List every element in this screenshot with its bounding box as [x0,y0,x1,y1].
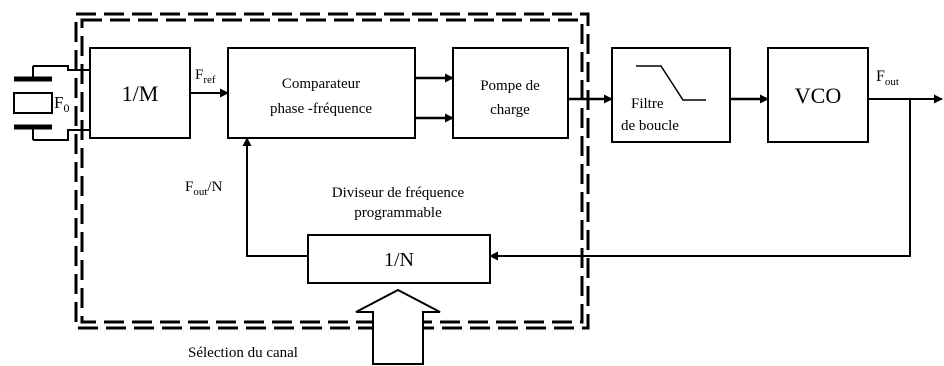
lowpass-response-icon [636,65,706,101]
feedback-divider-label: 1/N [384,249,414,271]
feedback-divider-block [307,234,491,284]
channel-select-hollow-arrow [355,288,441,365]
divider-caption-line2: programmable [354,205,442,221]
divider-to-comparator-arrow [242,137,308,257]
loop-filter-block [611,47,731,143]
divider-caption-line1: Diviseur de fréquence [332,185,465,201]
channel-selection-label: Sélection du canal [188,345,298,361]
charge-pump-label-line1: Pompe de [480,78,540,94]
loop-filter-label-line2: de boucle [621,118,679,134]
reference-divider-label: 1/M [122,81,159,106]
integrated-region-border [74,12,590,330]
vco-label: VCO [795,83,841,108]
charge-pump-label-line2: charge [490,102,530,118]
vco-block [767,47,869,143]
crystal-oscillator [13,65,90,141]
fout-over-n-label: Fout/N [185,179,223,198]
comparator-label-line2: phase -fréquence [270,101,372,117]
crystal-label: F0 [54,93,69,115]
feedback-path-arrow [489,99,911,261]
comparator-label-line1: Comparateur [282,76,360,92]
reference-divider-block [89,47,191,139]
fout-label: Fout [876,68,899,88]
charge-pump-block [452,47,569,139]
loop-filter-label-line1: Filtre [631,96,664,112]
fref-label: Fref [195,67,216,86]
phase-frequency-comparator-block [227,47,416,139]
